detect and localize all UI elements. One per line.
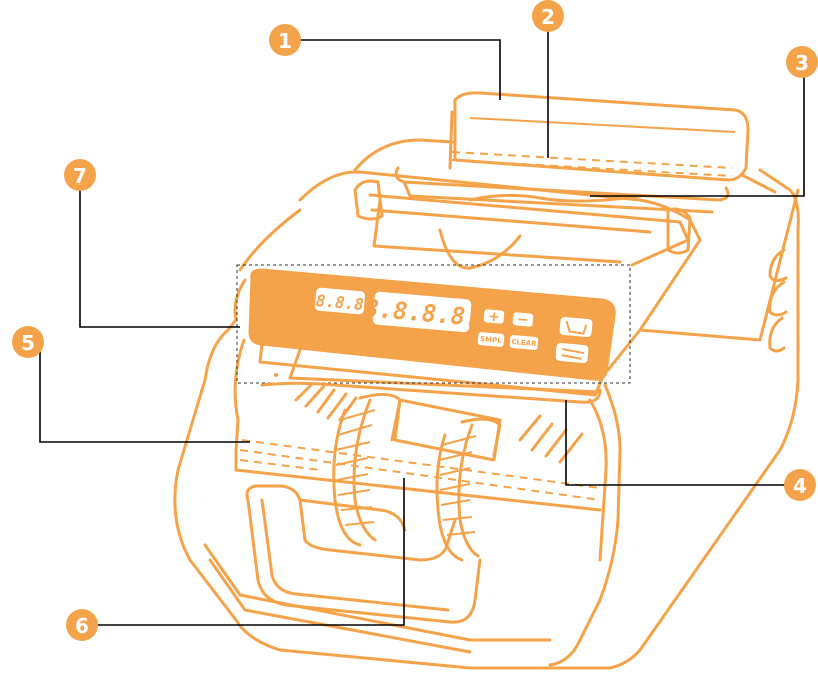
callout-3-number: 3: [795, 51, 809, 75]
callout-2-number: 2: [541, 5, 555, 29]
machine-body: [175, 140, 798, 668]
callout-7-number: 7: [73, 164, 87, 188]
batch-button[interactable]: [559, 317, 592, 338]
callout-6-number: 6: [75, 614, 89, 638]
callout-1: 1: [269, 24, 301, 56]
start-button[interactable]: [555, 343, 588, 364]
callout-1-number: 1: [278, 29, 292, 53]
front-feed: [236, 373, 600, 622]
clear-button[interactable]: CLEAR: [509, 335, 538, 350]
callout-3: 3: [786, 46, 818, 78]
callout-7: 7: [64, 159, 96, 191]
minus-button[interactable]: −: [512, 312, 533, 329]
plus-button[interactable]: +: [483, 309, 504, 326]
minus-button-label: −: [516, 312, 529, 329]
plus-button-label: +: [487, 309, 500, 326]
callout-4: 4: [784, 469, 816, 501]
control-panel: [250, 270, 614, 395]
callout-4-number: 4: [793, 474, 807, 498]
callout-5: 5: [12, 326, 44, 358]
callout-6: 6: [66, 609, 98, 641]
callout-5-number: 5: [21, 331, 35, 355]
smpl-button[interactable]: SMPL: [477, 332, 504, 347]
small-display: 8.8.8: [315, 288, 365, 314]
callout-2: 2: [532, 0, 564, 32]
